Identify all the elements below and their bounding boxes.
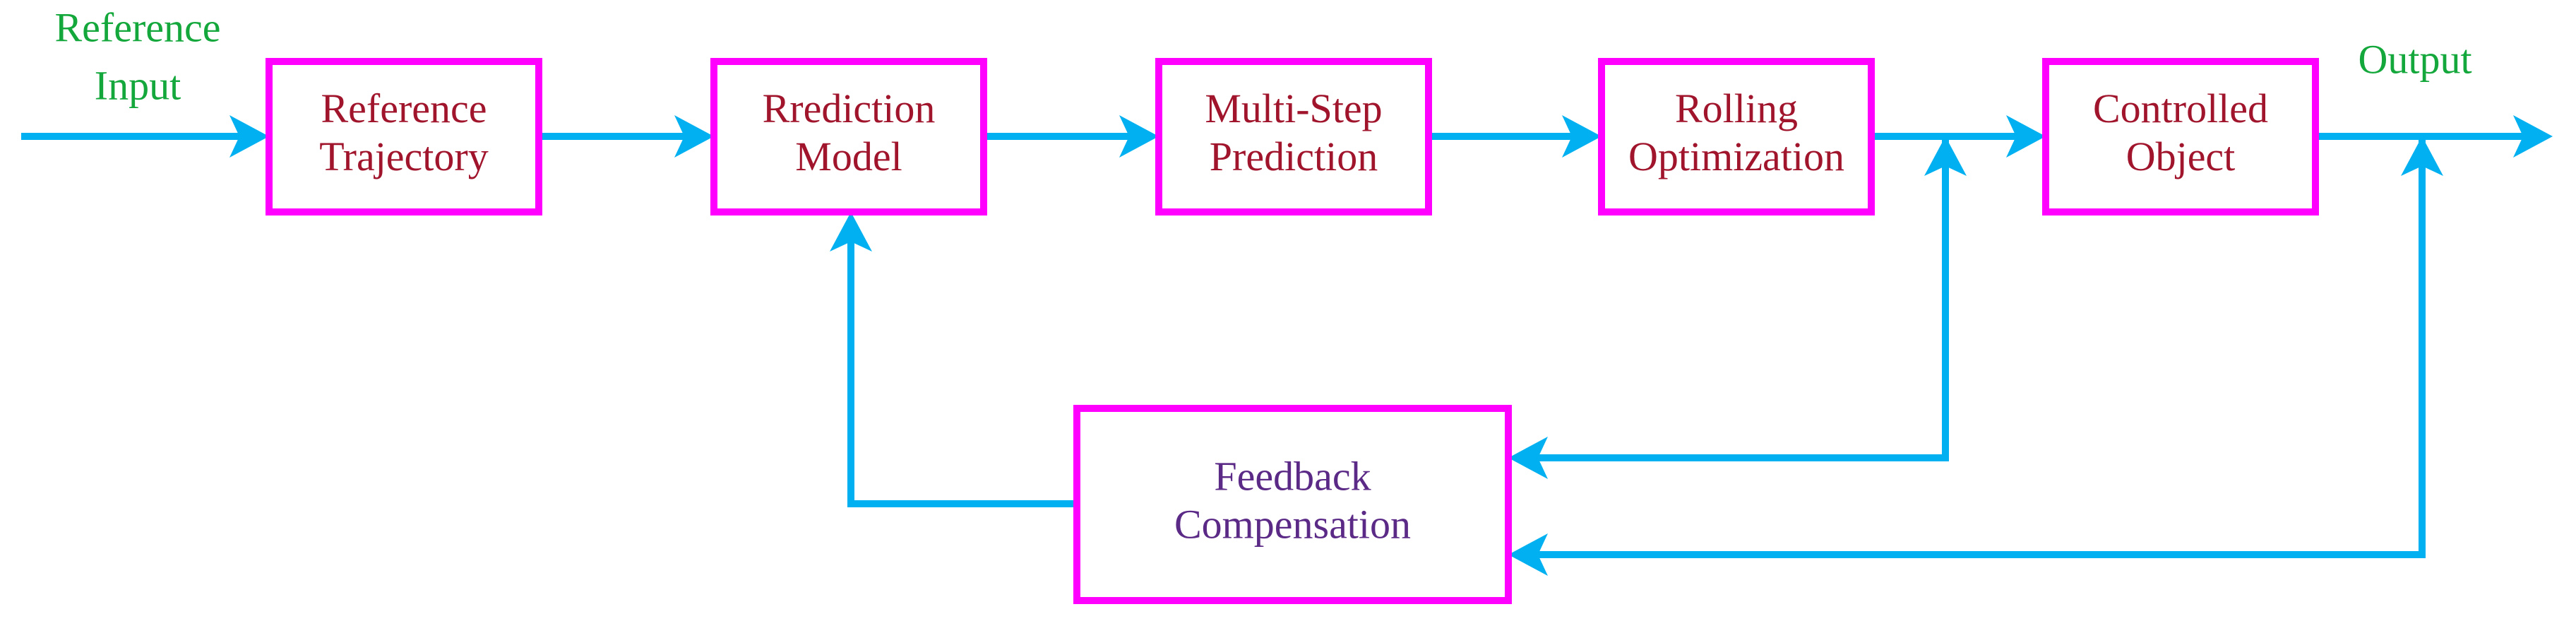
reference-input-label: Input: [95, 62, 181, 108]
node-feedback-compensation-box: [1073, 405, 1512, 604]
edge-prediction-model-to-multi-step-prediction-arrowhead: [1119, 115, 1159, 158]
output-label: Output: [2358, 36, 2471, 82]
node-multi-step-prediction-label-line: Prediction: [1210, 134, 1378, 179]
junction-arrow-controlled: [2401, 136, 2443, 176]
edge-controlled-object-to-feedback-compensation-arrowhead: [1508, 533, 1548, 576]
junction-arrow-rolling: [1924, 136, 1967, 176]
edge-reference-trajectory-to-prediction-model-arrowhead: [674, 115, 714, 158]
node-multi-step-prediction-box: [1155, 58, 1432, 215]
node-prediction-model-box: [710, 58, 987, 215]
node-controlled-object-label-line: Object: [2126, 134, 2236, 179]
edges-layer: [21, 115, 2553, 576]
node-controlled-object-label-line: Controlled: [2093, 85, 2268, 131]
node-reference-trajectory-label-line: Trajectory: [319, 134, 488, 179]
edge-multi-step-prediction-to-rolling-optimization-arrowhead: [1562, 115, 1602, 158]
node-rolling-optimization-label-line: Rolling: [1675, 85, 1798, 131]
node-reference-trajectory-label-line: Reference: [321, 85, 487, 131]
edge-rolling-optimization-to-controlled-object-arrowhead: [2006, 115, 2046, 158]
node-rolling-optimization-box: [1598, 58, 1875, 215]
edge-reference-input-to-reference-trajectory-arrowhead: [229, 115, 269, 158]
edge-feedback-compensation-to-prediction-model: [847, 242, 1077, 507]
node-feedback-compensation-label-line: Compensation: [1174, 501, 1411, 547]
edge-controlled-object-to-output-arrowhead: [2513, 115, 2553, 158]
edge-controlled-object-to-feedback-compensation: [1538, 136, 2426, 558]
node-prediction-model-label-line: Rrediction: [763, 85, 936, 131]
node-rolling-optimization-label-line: Optimization: [1628, 134, 1844, 179]
node-feedback-compensation-label-line: Feedback: [1214, 453, 1371, 499]
node-controlled-object-box: [2042, 58, 2319, 215]
node-reference-trajectory-box: [266, 58, 542, 215]
edge-rolling-optimization-to-feedback-compensation-arrowhead: [1508, 437, 1548, 479]
node-prediction-model-label-line: Model: [795, 134, 902, 179]
edge-rolling-optimization-to-feedback-compensation: [1538, 136, 1949, 461]
reference-input-label: Reference: [54, 4, 220, 50]
node-multi-step-prediction-label-line: Multi-Step: [1205, 85, 1382, 131]
edge-feedback-compensation-to-prediction-model-arrowhead: [830, 212, 872, 252]
